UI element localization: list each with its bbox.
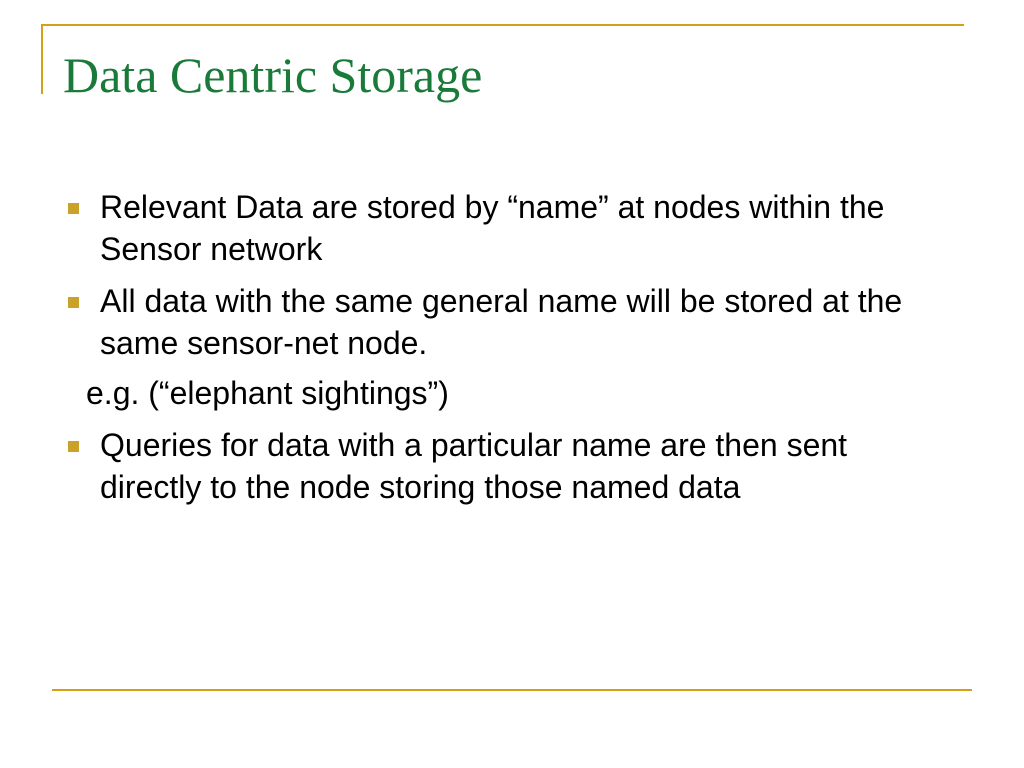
example-line: e.g. (“elephant sightings”) xyxy=(86,375,449,411)
decorative-top-line xyxy=(41,24,964,26)
slide-body: Relevant Data are stored by “name” at no… xyxy=(58,186,948,518)
decorative-bottom-line xyxy=(52,689,972,691)
decorative-vertical-line xyxy=(41,24,43,94)
square-bullet-icon xyxy=(68,297,79,308)
bullet-text: Relevant Data are stored by “name” at no… xyxy=(100,189,885,267)
bullet-text: All data with the same general name will… xyxy=(100,283,903,361)
bullet-item: Queries for data with a particular name … xyxy=(58,424,948,508)
bullet-item: Relevant Data are stored by “name” at no… xyxy=(58,186,948,270)
slide-title: Data Centric Storage xyxy=(63,47,483,103)
bullet-item: All data with the same general name will… xyxy=(58,280,948,364)
square-bullet-icon xyxy=(68,441,79,452)
square-bullet-icon xyxy=(68,203,79,214)
bullet-text: Queries for data with a particular name … xyxy=(100,427,848,505)
